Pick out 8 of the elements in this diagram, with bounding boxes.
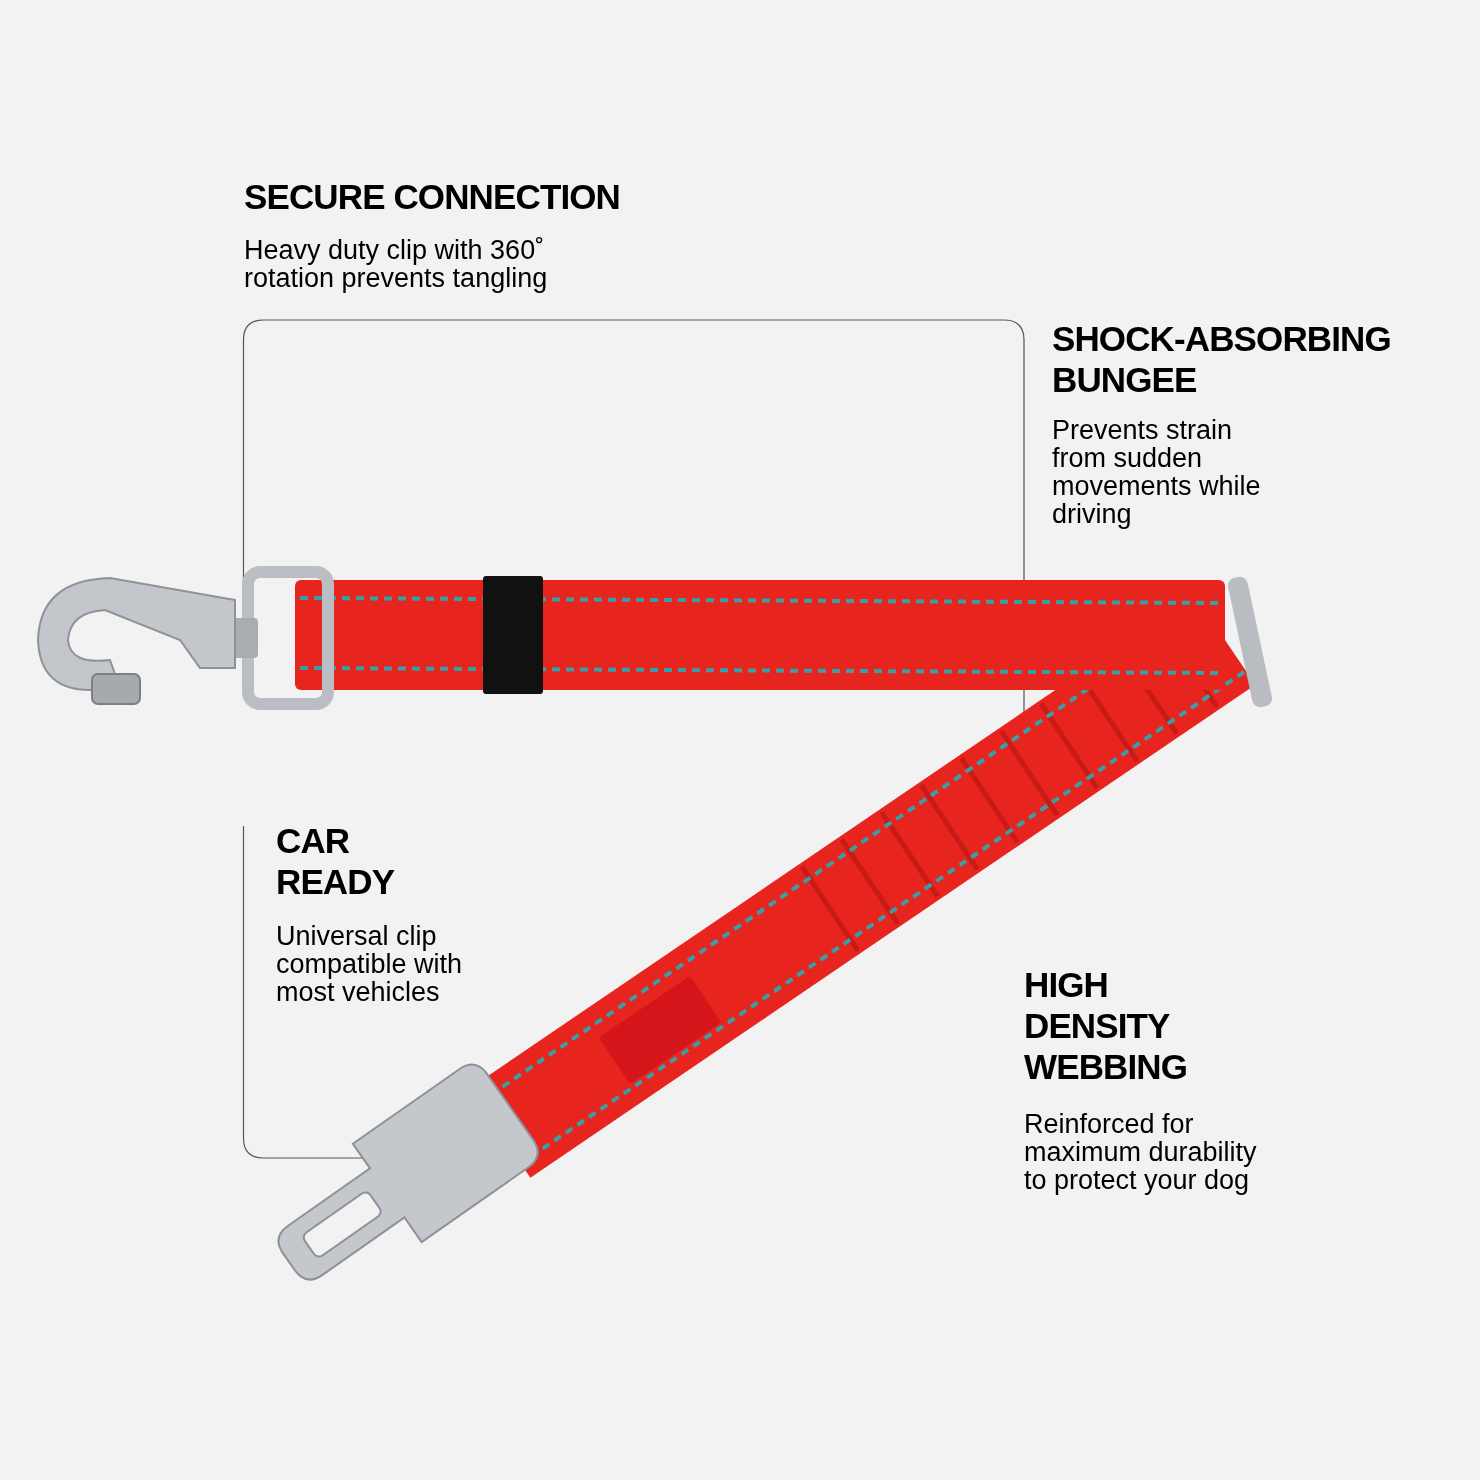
feature-description: Heavy duty clip with 360˚ rotation prevents tangling (244, 236, 549, 292)
feature-description: Universal clip compatible with most vehicles (276, 922, 464, 1006)
feature-description: Reinforced for maximum durability to protect your dog (1024, 1110, 1258, 1194)
feature-heading: SECURE CONNECTION (244, 176, 621, 217)
feature-description: Prevents strain from sudden movements while driving (1052, 416, 1262, 528)
feature-heading: HIGH DENSITY WEBBING (1024, 964, 1189, 1087)
feature-heading: CAR READY (276, 820, 396, 902)
feature-heading: SHOCK-ABSORBING BUNGEE (1052, 318, 1392, 400)
